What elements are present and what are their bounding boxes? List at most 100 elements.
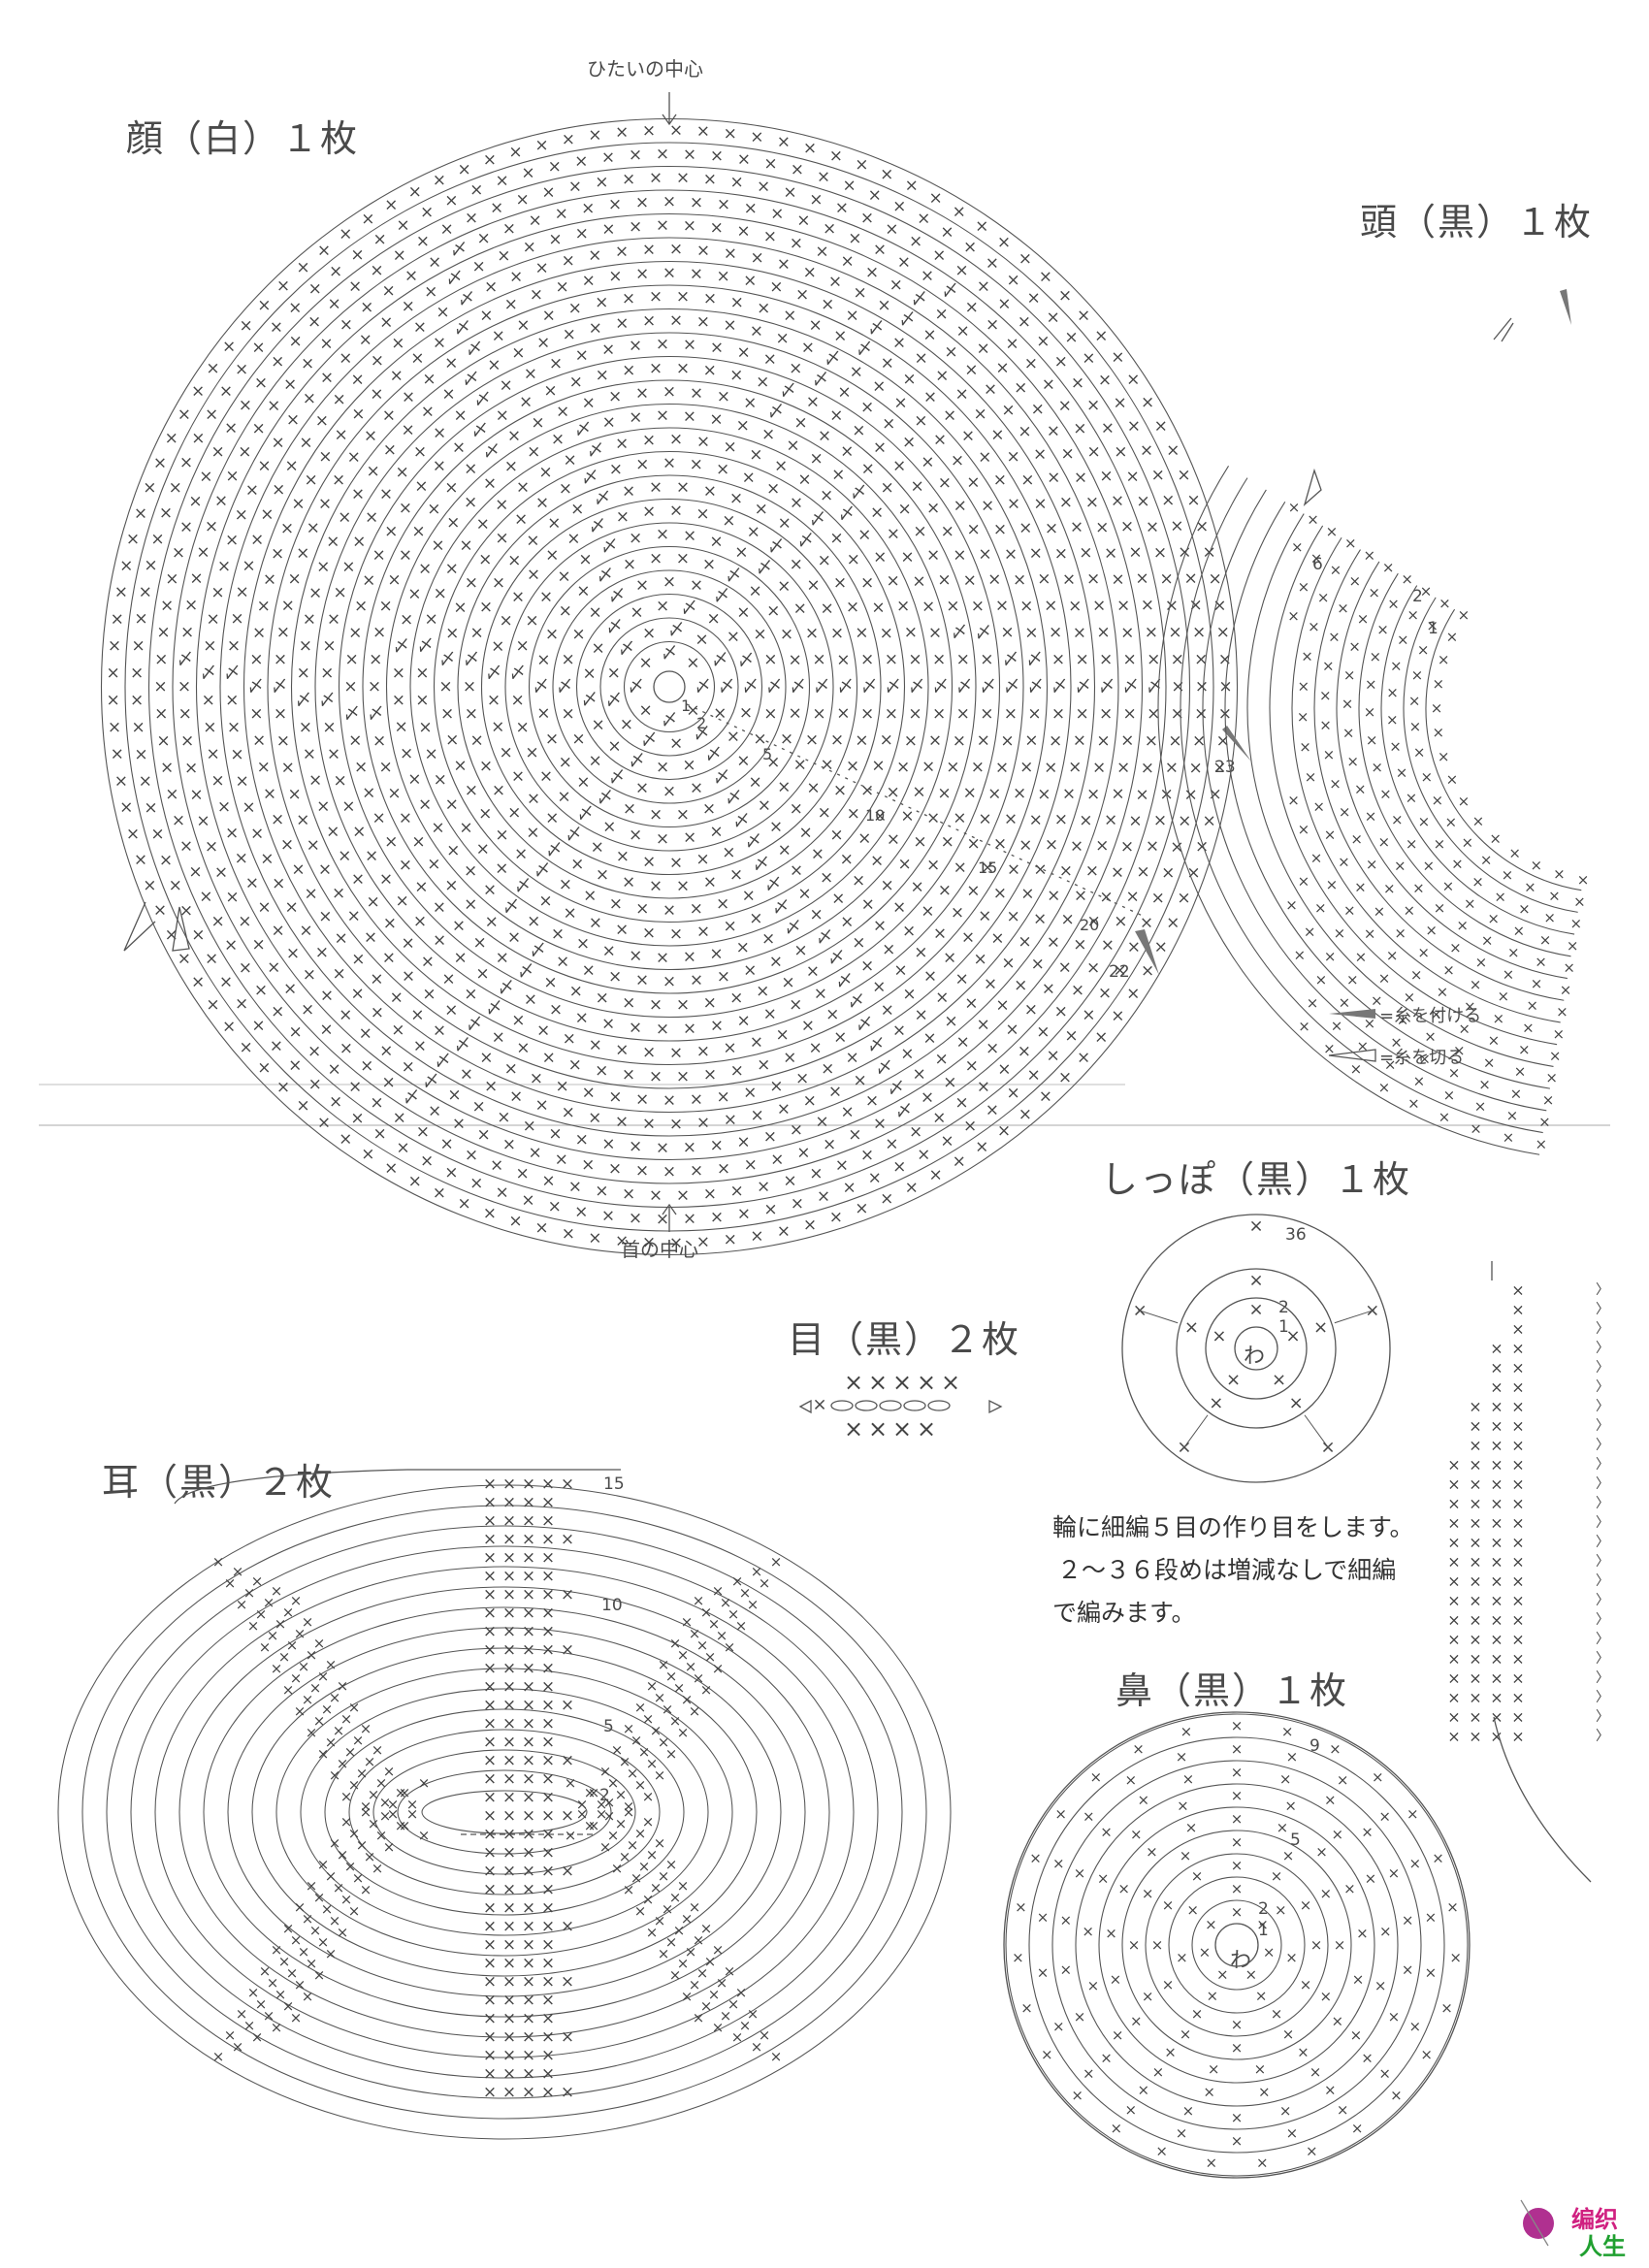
stitch-mark: × [350, 245, 364, 265]
stitch-mark: × [1212, 1326, 1226, 1346]
stitch-mark: × [206, 995, 219, 1015]
stitch-mark: × [1033, 860, 1047, 880]
stitch-mark: × [184, 596, 198, 615]
stitch-mark: × [1412, 880, 1425, 897]
stitch-mark: × [900, 1044, 914, 1063]
stitch-mark: × [821, 295, 834, 314]
stitch-mark: 〉 [1596, 1496, 1609, 1511]
stitch-mark: × [868, 1169, 882, 1188]
stitch-mark: × [399, 545, 412, 565]
stitch-mark: × [1363, 546, 1375, 564]
stitch-mark: × [761, 425, 775, 444]
stitch-mark: × [724, 1962, 736, 1980]
stitch-mark: × [1125, 1771, 1138, 1789]
stitch-mark: × [245, 480, 259, 500]
stitch-mark: × [1099, 650, 1113, 669]
stitch-mark: × [736, 1132, 750, 1151]
stitch-mark: × [608, 195, 622, 214]
stitch-mark: × [1024, 354, 1038, 373]
stitch-mark: × [1018, 422, 1031, 441]
stitch-mark: × [682, 756, 695, 775]
stitch-mark: × [500, 376, 513, 396]
stitch-mark: × [496, 1183, 509, 1202]
round-guide [1075, 1783, 1399, 2107]
stitch-mark: × [306, 1724, 318, 1741]
stitch-mark: × [359, 1024, 372, 1044]
stitch-mark: × [956, 321, 970, 340]
stitch-mark: × [615, 1231, 629, 1250]
round-guide [1180, 477, 1543, 1134]
stitch-mark: × [683, 336, 696, 355]
stitch-mark: × [267, 397, 280, 416]
stitch-mark: × [303, 965, 316, 985]
stitch-mark: × [1420, 582, 1433, 599]
stitch-mark: × [595, 173, 608, 192]
round-guide [1269, 525, 1558, 1046]
stitch-mark: × [325, 1656, 338, 1673]
stitch-mark: × [766, 753, 780, 772]
stitch-mark: × [795, 1069, 809, 1088]
stitch-mark: × [954, 1093, 968, 1113]
stitch-mark: × [821, 1059, 834, 1079]
stitch-mark: × [1058, 957, 1072, 977]
stitch-mark: × [629, 408, 642, 428]
stitch-mark: × [1013, 784, 1026, 803]
stitch-mark: × [516, 315, 530, 335]
stitch-mark: × [589, 603, 602, 623]
stitch-mark: × [681, 1910, 694, 1928]
stitch-mark: × [563, 1029, 576, 1049]
stitch-mark: × [1111, 492, 1124, 511]
stitch-mark: × [1137, 2082, 1149, 2099]
stitch-mark: × [322, 636, 336, 656]
round-guide [106, 1525, 903, 2099]
stitch-mark: × [776, 1025, 790, 1045]
stitch-mark: × [225, 824, 239, 843]
stitch-mark: × [444, 876, 458, 895]
stitch-mark: × [710, 146, 724, 166]
stitch-mark: × [502, 1898, 516, 1918]
stitch-mark: × [861, 895, 875, 915]
stitch-mark: × [885, 650, 898, 669]
stitch-mark: × [316, 796, 330, 816]
stitch-mark: × [240, 316, 253, 336]
stitch-mark: × [339, 1006, 352, 1025]
stitch-mark: 〆 [695, 677, 711, 697]
stitch-mark: × [384, 522, 398, 541]
stitch-mark: × [281, 759, 295, 778]
stitch-mark: × [737, 1205, 751, 1224]
stitch-mark: × [717, 1087, 730, 1107]
stitch-mark: × [210, 771, 224, 791]
stitch-mark: × [993, 470, 1007, 490]
stitch-mark: × [576, 1805, 589, 1823]
stitch-mark: × [695, 630, 708, 649]
stitch-mark: × [483, 150, 497, 170]
stitch-mark: × [511, 343, 525, 363]
stitch-mark: × [541, 2009, 555, 2028]
stitch-mark: × [1024, 1000, 1038, 1020]
stitch-mark: × [379, 485, 393, 504]
stitch-mark: × [1184, 1317, 1199, 1338]
stitch-mark: × [656, 145, 669, 164]
stitch-mark: × [812, 650, 825, 669]
stitch-mark: × [444, 1000, 458, 1020]
stitch-mark: × [180, 623, 194, 642]
stitch-mark: 〆 [557, 677, 573, 697]
stitch-mark: × [798, 824, 812, 843]
stitch-mark: × [1147, 704, 1160, 724]
stitch-mark: × [1049, 623, 1062, 642]
stitch-mark: × [1298, 821, 1310, 838]
stitch-mark: × [387, 1796, 400, 1813]
stitch-mark: × [730, 293, 744, 312]
stitch-mark: × [676, 169, 690, 188]
stitch-mark: × [453, 757, 467, 776]
stitch-mark: × [379, 1807, 392, 1825]
stitch-mark: × [840, 850, 854, 869]
stitch-mark: × [317, 1856, 330, 1873]
stitch-mark: × [642, 502, 656, 522]
stitch-mark: × [1044, 596, 1057, 615]
stitch-mark: × [541, 1567, 555, 1586]
stitch-mark: × [365, 508, 378, 528]
stitch-mark: × [1005, 1021, 1018, 1040]
stitch-mark: × [188, 492, 202, 511]
stitch-mark: × [278, 1953, 291, 1970]
